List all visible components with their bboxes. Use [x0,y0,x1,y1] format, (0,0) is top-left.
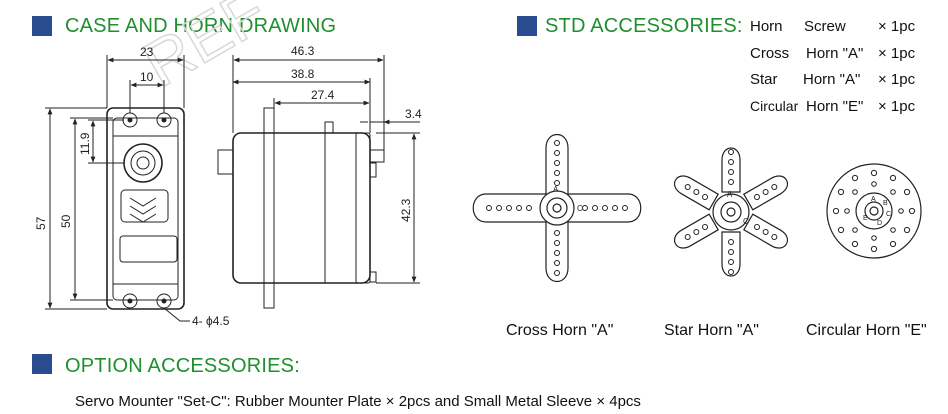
circular-horn-label: Circular Horn "E" [806,322,927,339]
dim-spline-offset: 3.4 [405,107,422,121]
front-view [106,107,185,310]
circular-horn-letter: C [886,211,891,218]
cross-horn-drawing [472,133,642,283]
option-accessories-text: Servo Mounter "Set-C": Rubber Mounter Pl… [75,393,641,410]
star-horn-label: Star Horn "A" [664,322,759,339]
dim-holes: 4- ϕ4.5 [192,314,230,328]
std-heading-square-icon [517,16,537,36]
star-horn-letter: A [727,190,733,199]
option-heading-square-icon [32,354,52,374]
cross-horn-label: Cross Horn "A" [506,322,614,339]
circular-horn-letter: E [863,215,868,222]
dim-horn-offset: 11.9 [78,132,92,155]
dim-hole-spacing: 10 [140,70,154,84]
dim-length-2: 38.8 [291,67,315,81]
circular-horn-letter: B [883,200,888,207]
dim-length-3: 27.4 [311,88,335,102]
std-heading: STD ACCESSORIES: [545,15,743,37]
side-view [217,107,385,309]
case-heading: CASE AND HORN DRAWING [65,15,337,37]
watermark: REF [131,0,278,101]
star-horn-letter: C [743,217,749,226]
circular-horn-letter: D [877,220,882,227]
dim-side-height: 42.3 [399,198,413,222]
circular-horn-drawing [826,163,922,259]
circular-horn-letter: A [871,196,876,203]
dim-total-height: 57 [34,216,48,230]
dim-top-width: 23 [140,45,154,59]
dim-overall-length: 46.3 [291,44,315,58]
case-heading-square-icon [32,16,52,36]
cross-horn-letter: A [553,185,559,194]
dim-body-height: 50 [59,214,73,228]
cross-horn-letter: C [577,204,583,213]
star-horn-drawing [673,147,789,277]
option-heading: OPTION ACCESSORIES: [65,355,300,377]
